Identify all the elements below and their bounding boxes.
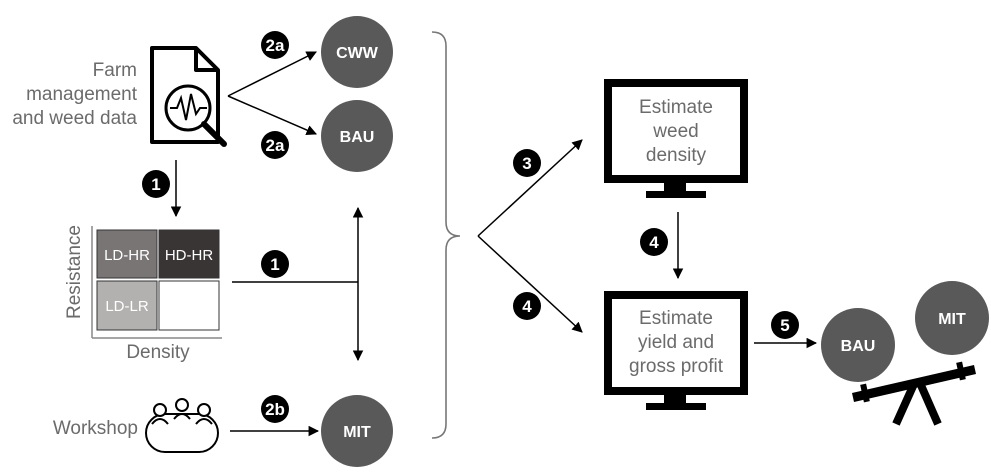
yield-monitor-line-1: Estimate (639, 308, 713, 329)
arrow-brace-to-weed-monitor (477, 139, 583, 237)
workshop-label: Workshop (53, 418, 138, 439)
step-2b-label: 2b (265, 400, 285, 419)
step-4-mid-label: 4 (649, 233, 659, 252)
step-3-label: 3 (522, 154, 531, 173)
monitor-weed-density: Estimate weed density (604, 79, 748, 198)
step-1-vertical-label: 1 (151, 175, 160, 194)
farm-data-label: Farm management and weed data (12, 60, 137, 129)
weed-monitor-line-1: Estimate (639, 97, 713, 118)
balance-bau-circle (821, 308, 895, 382)
matrix-cell-ld-hr (96, 229, 158, 279)
matrix-cell-ld-lr (96, 280, 158, 331)
matrix-cell-hd-hr-label: HD-HR (165, 247, 213, 264)
monitor-yield-profit: Estimate yield and gross profit (604, 291, 748, 410)
yield-monitor-line-2: yield and (638, 332, 714, 353)
farm-label-line-1: Farm (93, 60, 137, 81)
workshop-people-icon (145, 398, 219, 453)
matrix-cell-ld-hr-label: LD-HR (104, 247, 150, 264)
balance-mit-label: MIT (938, 311, 966, 328)
step-4-mid: 4 (640, 228, 668, 256)
arrow-brace-to-yield-monitor (477, 235, 583, 333)
step-2a-top: 2a (261, 31, 289, 59)
step-5-label: 5 (780, 316, 789, 335)
resistance-density-matrix: Resistance Density LD-HR HD-HR LD-LR (64, 225, 222, 363)
matrix-y-axis-label: Resistance (64, 225, 85, 319)
step-5: 5 (771, 311, 799, 339)
balance-bau-label: BAU (841, 338, 876, 355)
scenario-bau-label: BAU (340, 129, 375, 146)
comparison-seesaw: BAU MIT (821, 281, 989, 426)
matrix-cell-empty (158, 280, 220, 331)
grouping-brace (431, 31, 461, 439)
farm-label-line-3: and weed data (12, 108, 137, 129)
step-2b: 2b (261, 395, 289, 423)
scenario-cww: CWW (321, 16, 393, 88)
step-1-horizontal-label: 1 (270, 255, 279, 274)
yield-monitor-line-3: gross profit (629, 356, 724, 377)
step-3: 3 (513, 149, 541, 177)
scenario-bau: BAU (321, 100, 393, 172)
step-1-horizontal: 1 (261, 250, 289, 278)
arrow-doc-to-bau (227, 95, 317, 136)
step-2a-bottom: 2a (261, 131, 289, 159)
step-4-left-label: 4 (522, 297, 532, 316)
farm-label-line-2: management (26, 84, 138, 105)
matrix-cell-ld-lr-label: LD-LR (105, 298, 149, 315)
document-analysis-icon (150, 46, 227, 147)
arrow-doc-to-cww (227, 51, 317, 97)
matrix-x-axis-label: Density (126, 342, 190, 363)
weed-monitor-line-2: weed (652, 121, 698, 142)
weed-monitor-line-3: density (646, 145, 707, 166)
scenario-mit: MIT (321, 395, 393, 467)
scenario-cww-label: CWW (336, 45, 379, 62)
balance-mit-circle (915, 281, 989, 355)
step-2a-top-label: 2a (266, 36, 285, 55)
step-2a-bottom-label: 2a (266, 136, 285, 155)
matrix-cell-hd-hr (158, 229, 220, 279)
scenario-mit-label: MIT (343, 424, 371, 441)
step-4-left: 4 (513, 292, 541, 320)
step-1-vertical: 1 (142, 170, 170, 198)
